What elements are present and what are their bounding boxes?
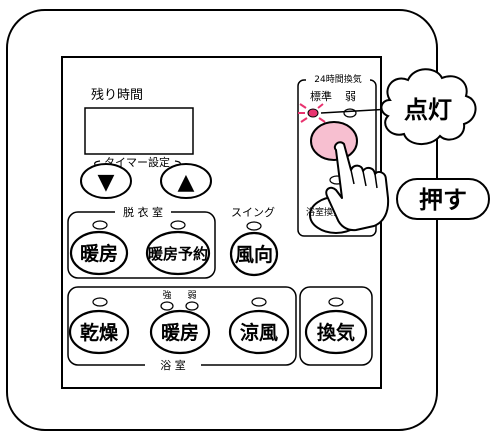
timer-down-button[interactable]: ▼: [80, 163, 132, 199]
pointing-hand-icon: [325, 141, 390, 232]
cool-breeze-led: [251, 297, 267, 307]
bath-heating-label: 暖房: [161, 321, 199, 344]
weak-led: [343, 108, 357, 118]
down-arrow-icon: ▼: [98, 170, 115, 195]
dressing-heating-label: 暖房: [80, 242, 118, 265]
wind-direction-button[interactable]: 風向: [229, 231, 279, 277]
wind-direction-led: [246, 221, 262, 231]
dressing-heating-button[interactable]: 暖房: [69, 230, 129, 276]
bathroom-label: 浴 室: [160, 358, 186, 372]
weak-label: 弱: [345, 90, 356, 103]
cool-breeze-button[interactable]: 涼風: [228, 309, 290, 355]
dressing-reservation-led: [170, 220, 186, 230]
ventilation-label: 換気: [317, 321, 355, 344]
light-on-text: 点灯: [404, 96, 452, 124]
remaining-time-label: 残り時間: [91, 88, 143, 103]
dressing-room-label: 脱 衣 室: [123, 205, 163, 219]
weak-label-2: 弱: [187, 290, 196, 301]
dressing-heating-reservation-button[interactable]: 暖房予約: [145, 230, 211, 276]
strong-label: 強: [162, 289, 171, 301]
dressing-heating-reservation-label: 暖房予約: [148, 245, 208, 263]
dry-led: [92, 297, 108, 307]
timer-up-button[interactable]: ▲: [160, 163, 212, 199]
up-arrow-icon: ▲: [178, 170, 195, 195]
swing-label: スイング: [231, 205, 275, 219]
wind-direction-label: 風向: [235, 243, 273, 266]
dry-label: 乾燥: [80, 321, 119, 344]
remaining-time-display: [84, 107, 194, 155]
ventilation-24h-button[interactable]: [310, 121, 358, 161]
ventilation-button[interactable]: 換気: [304, 309, 368, 355]
ventilation-led: [328, 297, 344, 307]
bath-heating-strong-led: [160, 301, 174, 311]
dressing-heating-led: [92, 220, 108, 230]
press-text: 押す: [419, 186, 467, 214]
timer-setting-label: タイマー設定: [104, 155, 170, 169]
standard-label: 標準: [310, 89, 332, 103]
dry-button[interactable]: 乾燥: [68, 309, 130, 355]
bath-heating-button[interactable]: 暖房: [149, 309, 211, 355]
ventilation-group: [299, 286, 373, 366]
ventilation-24h-label: 24時間換気: [314, 73, 361, 85]
cool-breeze-label: 涼風: [240, 321, 278, 344]
bath-heating-weak-led: [185, 301, 199, 311]
light-on-callout: 点灯: [320, 68, 477, 145]
press-callout: 押す: [396, 178, 490, 220]
standard-led-lit: [298, 103, 326, 123]
